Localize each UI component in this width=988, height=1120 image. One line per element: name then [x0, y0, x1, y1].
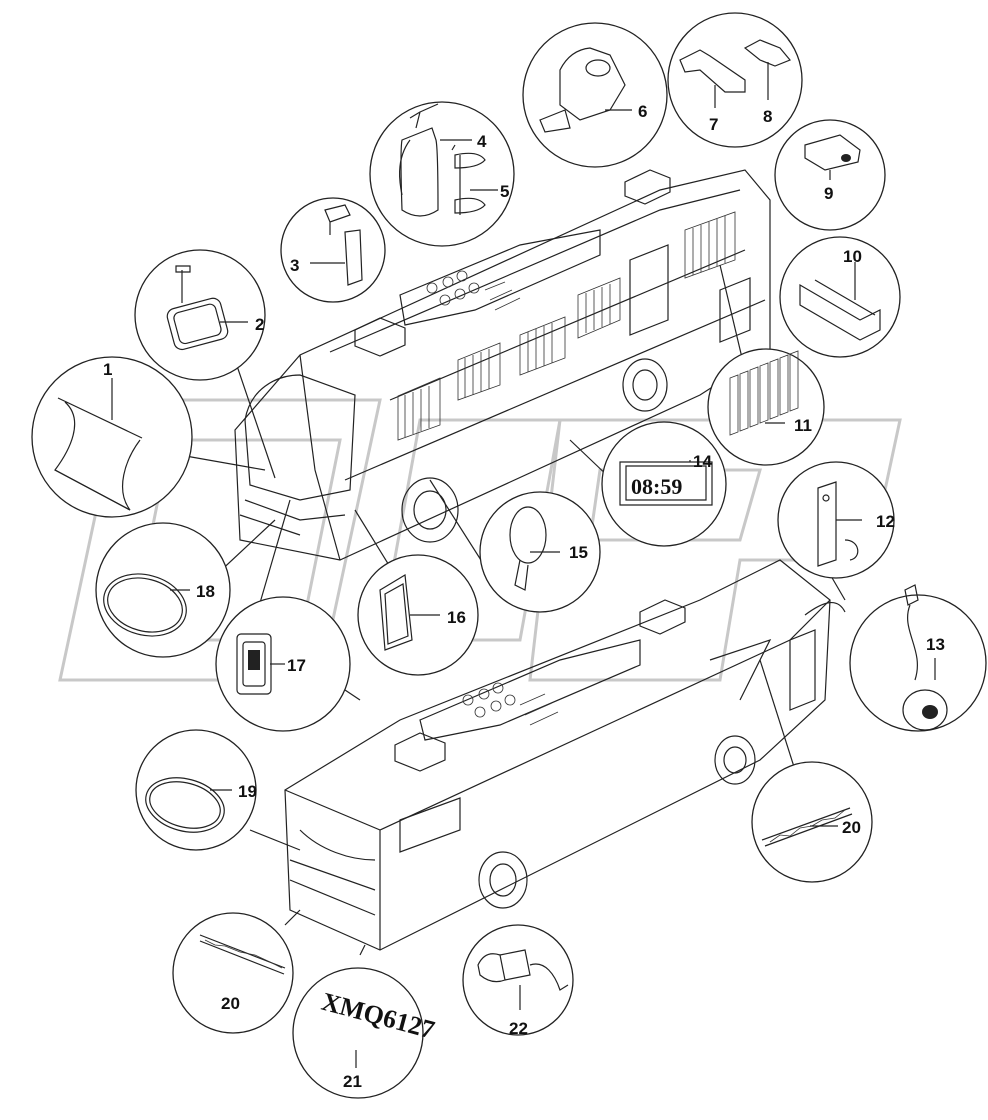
callout-label: 9 — [824, 184, 833, 203]
part-circle-2 — [134, 249, 266, 381]
callout-labels: 1 2 3 4 5 6 7 8 9 10 11 12 13 14 15 16 1… — [103, 102, 945, 1091]
part-circle-3 — [280, 197, 386, 303]
callout-label: 1 — [103, 360, 112, 379]
part-circle-14 — [601, 421, 727, 547]
callout-label: 12 — [876, 512, 895, 531]
callout-label: 14 — [693, 452, 712, 471]
part-circle-15 — [479, 491, 601, 613]
part-circle-10 — [779, 236, 901, 358]
callout-label: 6 — [638, 102, 647, 121]
callout-label: 5 — [500, 182, 509, 201]
part-circle-17 — [215, 596, 351, 732]
part-circle-11 — [707, 348, 825, 466]
part-circle-6 — [522, 22, 668, 168]
part-circle-20-left — [172, 912, 294, 1034]
part-circle-22 — [462, 924, 574, 1036]
callout-label: 15 — [569, 543, 588, 562]
callout-label: 11 — [794, 416, 812, 435]
callout-label: 3 — [290, 256, 299, 275]
callout-label: 10 — [843, 247, 862, 266]
part-circle-4-5 — [369, 101, 515, 247]
callout-label: 19 — [238, 782, 257, 801]
part-circle-19 — [135, 729, 257, 851]
callout-label: 8 — [763, 107, 772, 126]
part-circle-13 — [849, 584, 987, 732]
callout-label: 21 — [343, 1072, 362, 1091]
callout-label: 16 — [447, 608, 466, 627]
part-circle-16 — [357, 554, 479, 676]
callout-label: 2 — [255, 315, 264, 334]
callout-label: 18 — [196, 582, 215, 601]
bus-rear-view — [284, 559, 846, 951]
callout-label: 7 — [709, 115, 718, 134]
part-circle-1 — [31, 356, 193, 518]
part-circle-18 — [95, 522, 231, 658]
part-circle-7-8 — [667, 12, 803, 148]
clock-display: 08:59 — [631, 474, 682, 499]
callout-label: 4 — [477, 132, 487, 151]
callout-label: 22 — [509, 1019, 528, 1038]
part-circle-20-right — [751, 761, 873, 883]
part-circle-9 — [774, 119, 886, 231]
part-circle-12 — [777, 461, 895, 579]
part-circle-21 — [292, 967, 424, 1099]
callout-label: 17 — [287, 656, 306, 675]
callout-label: 20 — [842, 818, 861, 837]
callout-label: 20 — [221, 994, 240, 1013]
callout-label: 13 — [926, 635, 945, 654]
